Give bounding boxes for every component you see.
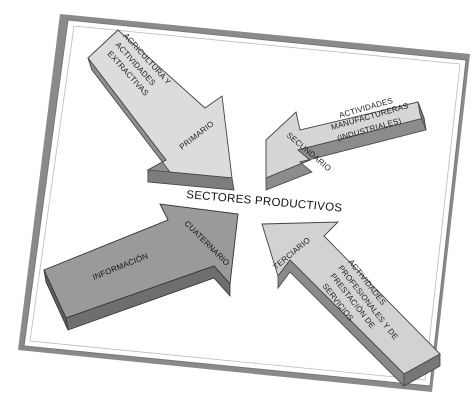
arrow-cuaternario: INFORMACIÓN CUATERNARIO xyxy=(43,203,239,331)
card-inner-edge xyxy=(29,25,461,381)
arrow-terciario-end xyxy=(403,353,441,387)
arrow-secundario-bottom xyxy=(265,117,427,191)
arrow-cuaternario-end xyxy=(43,269,69,331)
arrow-primario-tipside xyxy=(147,169,235,191)
arrow-secundario-end xyxy=(417,101,427,131)
